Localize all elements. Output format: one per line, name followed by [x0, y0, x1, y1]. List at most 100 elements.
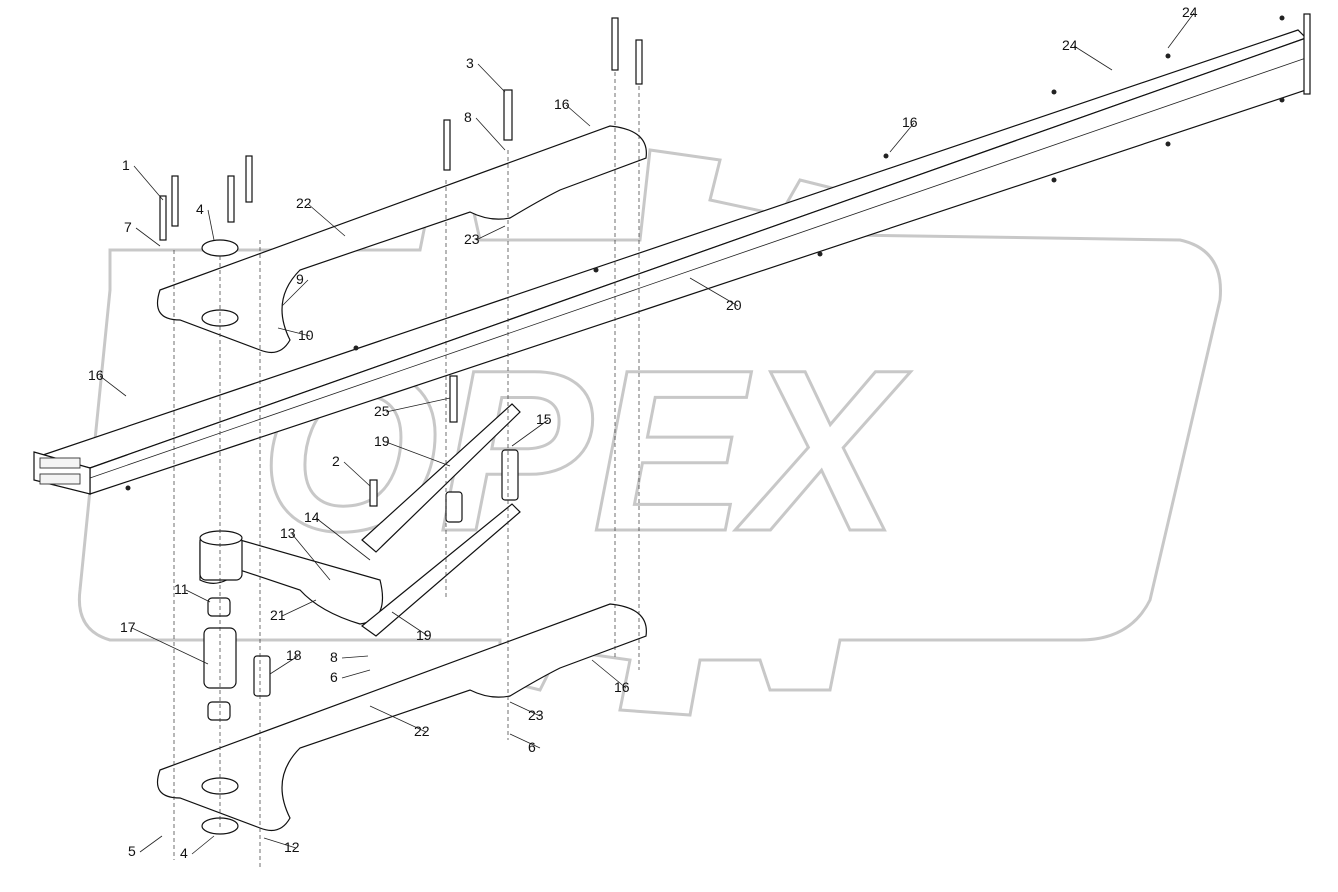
bolt-2	[369, 479, 378, 507]
callout-leader-6	[509, 733, 541, 749]
bolt	[611, 17, 619, 71]
bolt	[443, 119, 451, 171]
callout-label-1: 1	[122, 157, 130, 173]
callout-leader-16	[565, 104, 591, 127]
bolt-25	[449, 375, 458, 423]
callout-leader-16	[591, 659, 627, 689]
callout-label-10: 10	[298, 327, 314, 343]
callout-label-18: 18	[286, 647, 302, 663]
callout-leader-11	[185, 589, 211, 603]
callout-leader-8	[475, 117, 506, 151]
hole	[817, 251, 823, 257]
callout-leader-16	[889, 122, 915, 153]
callout-label-24: 24	[1182, 4, 1198, 20]
seal-upper	[201, 239, 239, 257]
callout-label-4: 4	[196, 201, 204, 217]
callout-leader-7	[135, 227, 161, 247]
hole	[1279, 15, 1285, 21]
callout-leader-15	[511, 419, 549, 447]
callout-leader-1	[133, 165, 164, 201]
hole	[1279, 97, 1285, 103]
callout-label-13: 13	[280, 525, 296, 541]
hole	[1051, 177, 1057, 183]
callout-leader-14	[315, 517, 371, 561]
beam-end-cap	[1303, 13, 1311, 95]
callout-leader-4	[191, 835, 215, 855]
callout-label-12: 12	[284, 839, 300, 855]
bolt	[227, 175, 235, 223]
callout-label-8: 8	[464, 109, 472, 125]
bolt	[245, 155, 253, 203]
beam-end-slot-lower	[39, 473, 81, 485]
hole	[125, 485, 131, 491]
callout-label-22: 22	[296, 195, 312, 211]
callout-label-3: 3	[466, 55, 474, 71]
callout-leader-19	[391, 611, 429, 637]
callout-label-4: 4	[180, 845, 188, 861]
callout-label-8: 8	[330, 649, 338, 665]
callout-leader-22	[369, 705, 427, 733]
bracket-sleeve-top	[199, 530, 243, 546]
callout-label-16: 16	[554, 96, 570, 112]
link-bar-lower	[361, 503, 521, 637]
callout-label-6: 6	[528, 739, 536, 755]
spacer-tube-b	[445, 491, 463, 523]
callout-label-6: 6	[330, 669, 338, 685]
callout-leader-24	[1073, 45, 1113, 71]
bushing-11	[207, 597, 231, 617]
callout-leader-12	[263, 837, 297, 849]
callout-leader-3	[477, 63, 506, 93]
bolt-3	[503, 89, 513, 141]
callout-leader-25	[385, 397, 451, 413]
bushing-lower	[207, 701, 231, 721]
hole	[353, 345, 359, 351]
callout-label-21: 21	[270, 607, 286, 623]
callout-label-5: 5	[128, 843, 136, 859]
link-bar-upper	[361, 403, 521, 553]
callout-label-11: 11	[174, 581, 189, 597]
callout-leader-19	[385, 441, 451, 467]
callout-leader-10	[277, 327, 311, 337]
hole	[1165, 53, 1171, 59]
callout-leader-2	[343, 461, 371, 487]
hole	[593, 267, 599, 273]
callout-leader-24	[1167, 12, 1195, 49]
callout-label-19: 19	[374, 433, 390, 449]
callout-label-22: 22	[414, 723, 430, 739]
pin-bracket-18	[253, 655, 271, 697]
beam-end-slot-upper	[39, 457, 81, 469]
spacer-tube-a	[501, 449, 519, 501]
bolt	[159, 195, 167, 241]
callout-label-23: 23	[464, 231, 480, 247]
bolt	[171, 175, 179, 227]
callout-label-23: 23	[528, 707, 544, 723]
callout-label-14: 14	[304, 509, 320, 525]
callout-label-9: 9	[296, 271, 304, 287]
callout-leader-22	[307, 203, 346, 237]
callout-label-15: 15	[536, 411, 552, 427]
callout-leader-9	[281, 279, 309, 307]
callout-leader-17	[131, 627, 209, 665]
callout-label-24: 24	[1062, 37, 1078, 53]
callout-label-20: 20	[726, 297, 742, 313]
callout-label-16: 16	[902, 114, 918, 130]
callout-label-17: 17	[120, 619, 136, 635]
bolts	[159, 17, 643, 507]
callout-leader-5	[139, 835, 163, 853]
callout-leader-21	[281, 599, 317, 617]
callout-leader-18	[269, 655, 299, 675]
callout-label-19: 19	[416, 627, 432, 643]
callout-leader-6	[341, 669, 371, 679]
callout-leader-13	[291, 533, 331, 581]
hole	[1051, 89, 1057, 95]
callout-label-16: 16	[614, 679, 630, 695]
callout-leader-8	[341, 655, 369, 659]
beam-groove	[89, 57, 1307, 479]
centerlines	[173, 72, 640, 870]
fastener-holes	[125, 15, 1285, 491]
callout-leader-23	[475, 225, 506, 241]
bolt	[635, 39, 643, 85]
hole	[1165, 141, 1171, 147]
